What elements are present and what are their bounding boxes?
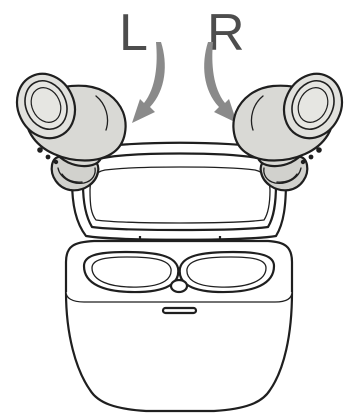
- charging-case: [66, 143, 292, 411]
- right-bud-well-inner: [187, 257, 266, 287]
- case-lid-inner-edge: [90, 167, 270, 223]
- case-led-slot: [163, 308, 196, 313]
- case-center-button: [171, 280, 187, 292]
- right-label: R: [207, 4, 245, 62]
- left-bud-well-inner: [92, 257, 171, 287]
- left-label: L: [119, 4, 148, 62]
- case-body-rim: [66, 292, 292, 302]
